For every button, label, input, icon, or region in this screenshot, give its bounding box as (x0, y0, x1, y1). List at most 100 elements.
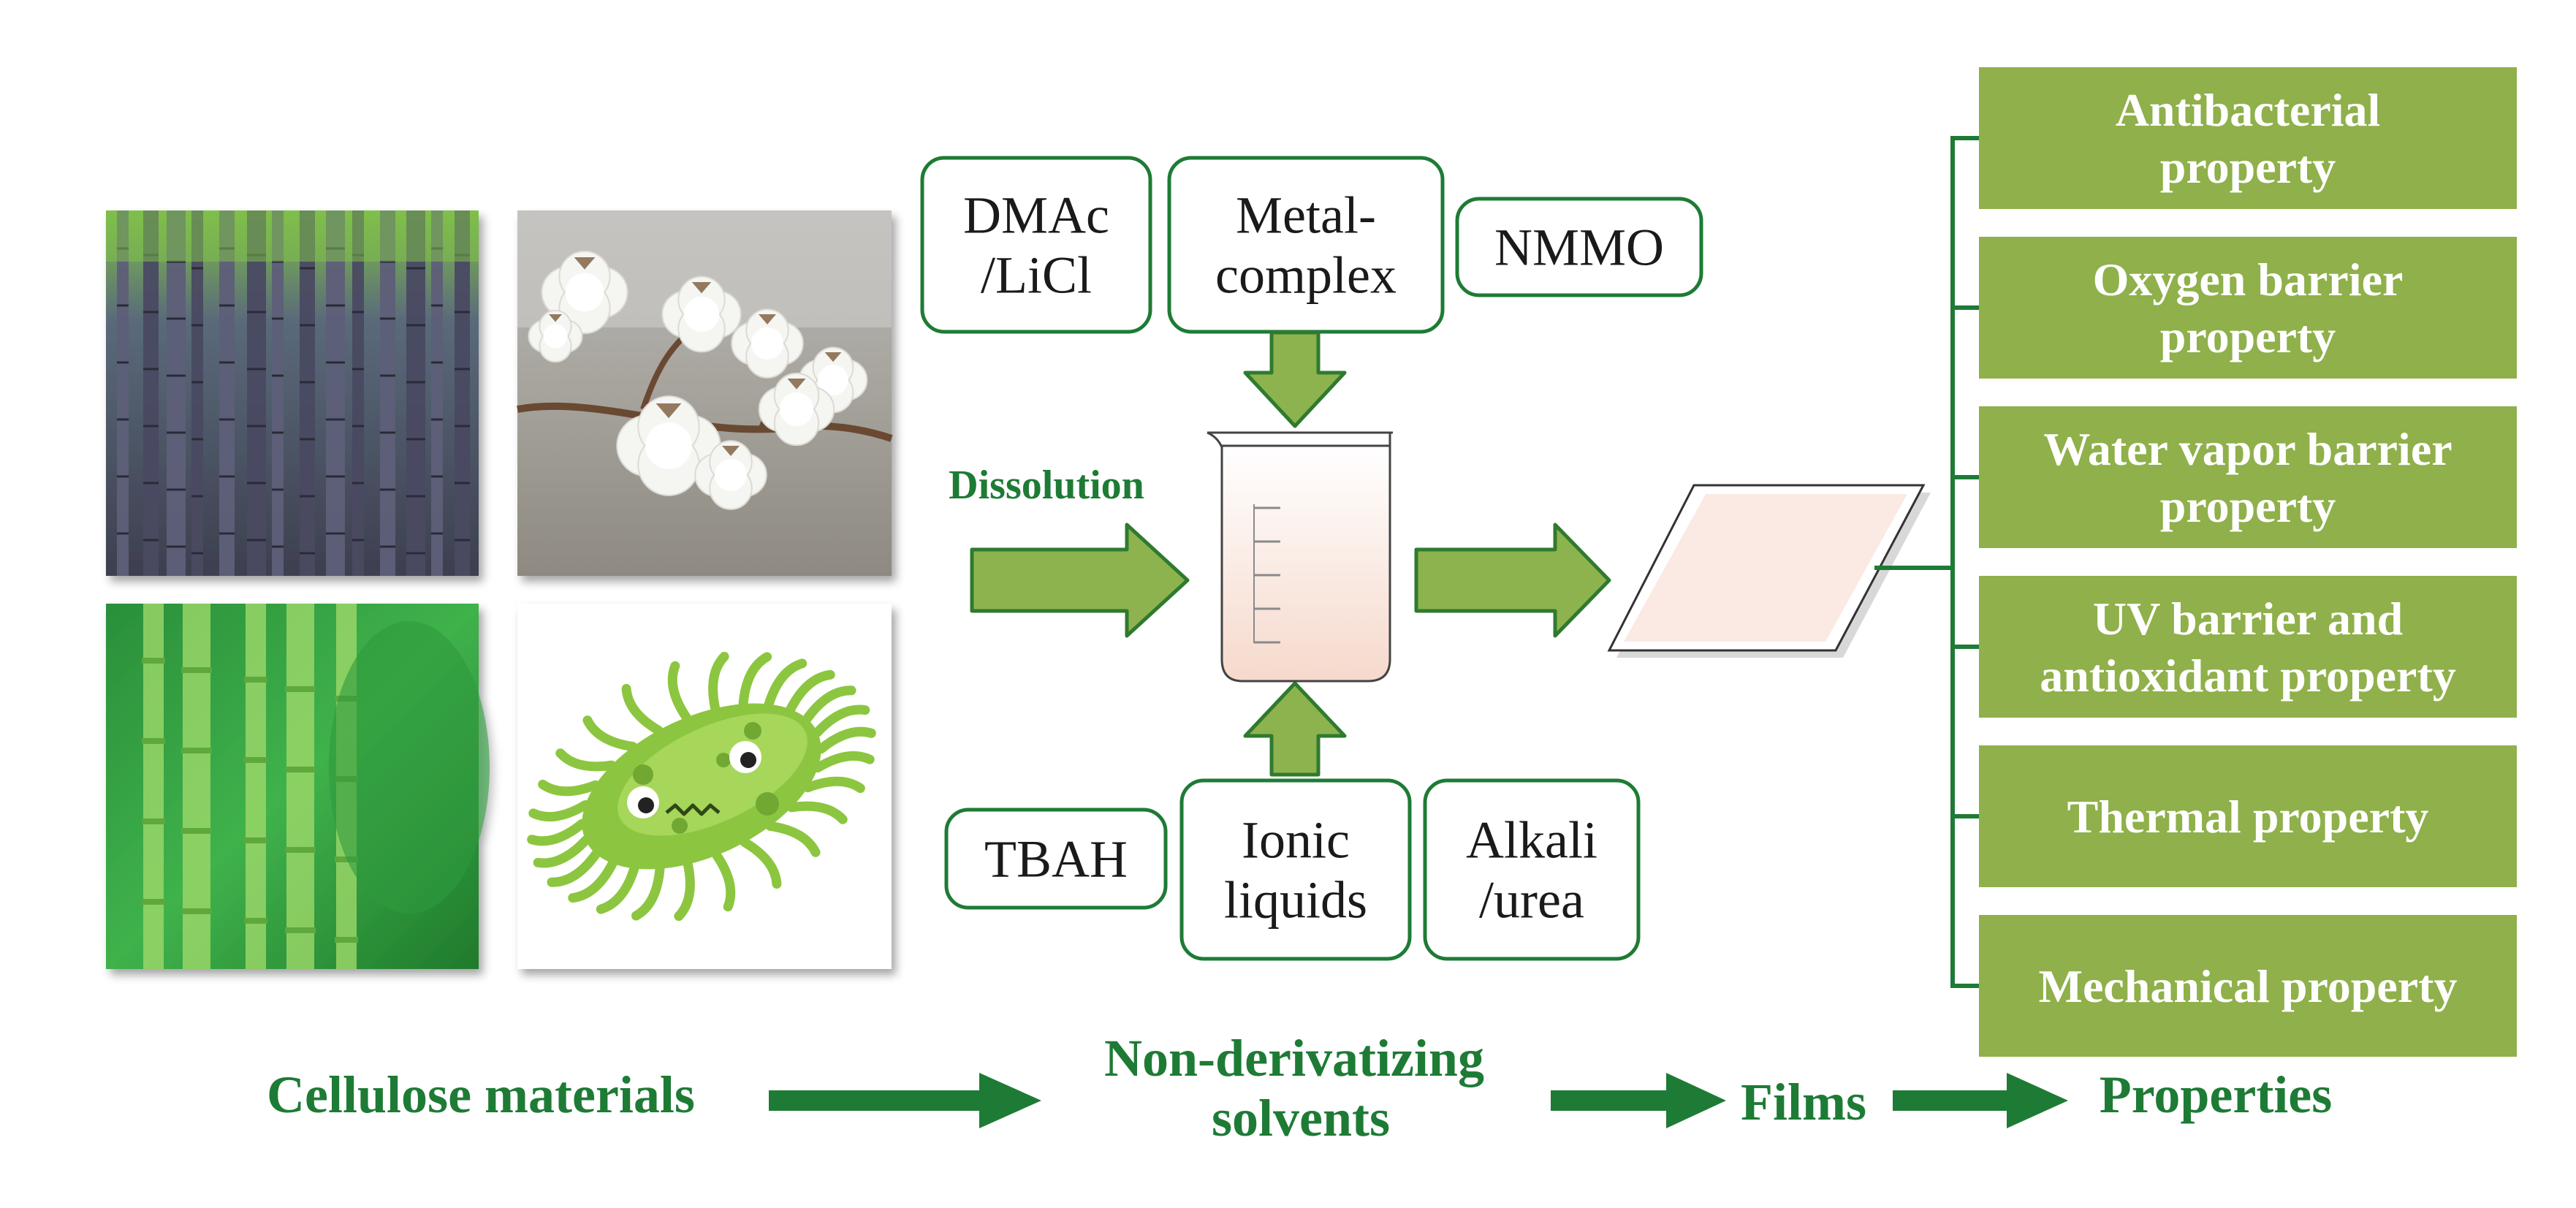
solvent-top-label-line-2: complex (1215, 246, 1397, 304)
bamboo-node (181, 748, 212, 753)
cane-stalk (380, 210, 395, 576)
cane-stalk (117, 210, 129, 576)
property-box (1979, 67, 2517, 209)
property-label-line-1: Antibacterial (2116, 84, 2381, 136)
solvent-bottom-box (1423, 778, 1641, 961)
bacteria-cilium (740, 837, 782, 889)
bacteria-cilium (568, 859, 618, 903)
solvent-top-3: NMMO (1455, 197, 1703, 297)
solvent-top-label-line-1: NMMO (1494, 218, 1664, 276)
bacteria-cilium (786, 801, 848, 824)
property-label: Mechanical property (2039, 960, 2458, 1012)
solvent-top-label-line-2: /LiCl (981, 246, 1092, 304)
bamboo-node (142, 658, 165, 664)
bacteria-cilium (527, 818, 587, 846)
solvent-bottom-label-line-2: liquids (1224, 870, 1367, 929)
bacteria-cilium (738, 652, 772, 709)
cane-stalk (431, 210, 443, 576)
solvent-bottom-label-line-1: Ionic (1242, 810, 1350, 869)
bacteria-cilium (555, 748, 617, 772)
solvent-bottom-box (944, 808, 1168, 910)
bacteria-cilium (813, 751, 875, 773)
property-bracket (1950, 136, 1979, 988)
solvent-top-label: Metal-complex (1215, 186, 1397, 304)
film-sheet (1607, 484, 1931, 658)
bacteria-cilium (528, 799, 590, 822)
property-label-line-1: Mechanical property (2039, 960, 2458, 1012)
bamboo-node (285, 847, 316, 853)
bamboo-node (244, 837, 267, 843)
flow-solvents-label: Non-derivatizing solvents (1104, 1029, 1497, 1147)
bamboo-node (244, 757, 267, 763)
cane-stalk (143, 210, 159, 576)
bamboo-node (285, 686, 316, 692)
bacteria-cilium (533, 835, 590, 868)
solvent-down-arrow (1243, 330, 1347, 428)
cane-stalk (191, 210, 203, 576)
property-label-line-1: Water vapor barrier (2043, 423, 2452, 475)
bamboo-foliage (329, 621, 490, 913)
bacteria-cilium (813, 704, 870, 737)
flow-solvents-line-1: Non-derivatizing (1104, 1029, 1484, 1087)
sugarcane-photo (106, 210, 479, 576)
flow-solvents-line-2: solvents (1212, 1089, 1390, 1147)
cane-stalk (219, 210, 235, 576)
dissolution-arrow (970, 523, 1190, 638)
solvent-top-label-line-1: Metal- (1236, 186, 1376, 244)
bacteria-cilium (708, 651, 729, 713)
bacteria-cilium (802, 685, 856, 724)
flow-arrow-3 (1893, 1073, 2068, 1128)
cane-stalk (300, 210, 315, 576)
property-label-line-1: UV barrier and (2093, 593, 2403, 645)
bamboo-stalk (183, 604, 210, 969)
solvent-bottom-3: Alkali/urea (1423, 778, 1641, 961)
solvent-bottom-label: TBAH (984, 829, 1128, 888)
solvent-top-label: NMMO (1494, 218, 1664, 276)
solvent-bottom-label-line-1: TBAH (984, 829, 1128, 888)
cane-stalk (167, 210, 186, 576)
property-label-line-1: Thermal property (2067, 791, 2429, 843)
bamboo-stalk (286, 604, 314, 969)
bamboo-stalks (142, 604, 490, 969)
bacteria-cilium (582, 715, 638, 752)
bamboo-node (142, 818, 165, 824)
bacteria-cilia (527, 651, 876, 922)
property-label-line-2: property (2160, 480, 2336, 532)
cotton-photo (517, 210, 893, 576)
flow-arrow-1 (769, 1073, 1041, 1128)
cotton-boll (694, 440, 767, 510)
bamboo-node (244, 918, 267, 924)
cane-stalk (455, 210, 470, 576)
cotton-boll (528, 309, 583, 363)
bamboo-node (181, 908, 212, 914)
solvent-top-label: DMAc/LiCl (963, 186, 1109, 304)
solvent-top-2: Metal-complex (1167, 156, 1445, 334)
bacteria-cilium (802, 776, 865, 794)
solvent-top-box (1167, 156, 1445, 334)
bamboo-photo (106, 604, 490, 969)
bamboo-node (181, 667, 212, 673)
bamboo-node (142, 738, 165, 744)
solvent-bottom-label-line-2: /urea (1479, 870, 1584, 929)
bacteria-illustration (517, 604, 892, 969)
beaker-graduation-ticks (1253, 504, 1280, 644)
cane-leaves (106, 210, 479, 262)
cotton-boll (758, 372, 835, 447)
bacteria-cilium (816, 726, 876, 754)
cane-stalk (406, 210, 425, 576)
bacteria-cilium (667, 661, 691, 723)
flow-arrow-2 (1551, 1073, 1726, 1128)
bamboo-node (244, 677, 267, 683)
flow-films-label: Films (1741, 1073, 1866, 1131)
bacteria-right-eye (729, 741, 761, 773)
property-box (1979, 576, 2517, 718)
bamboo-node (335, 937, 358, 943)
